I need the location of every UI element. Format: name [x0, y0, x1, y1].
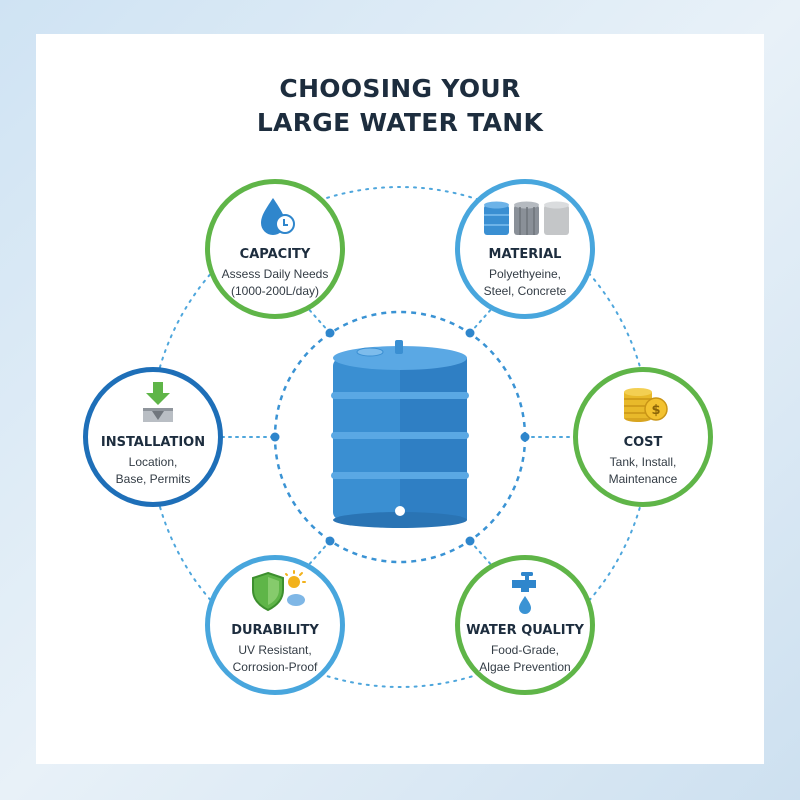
title-line-2: LARGE WATER TANK — [256, 108, 544, 137]
node-installation: INSTALLATION Location, Base, Permits — [83, 367, 223, 507]
cost-line-1: Tank, Install, — [609, 455, 677, 469]
water-quality-line-1: Food-Grade, — [490, 643, 560, 657]
install-arrow-icon — [143, 382, 173, 422]
node-title-material: MATERIAL — [488, 247, 562, 262]
node-title-installation: INSTALLATION — [100, 435, 206, 450]
node-sub-cost: Tank, Install, Maintenance — [568, 454, 718, 488]
durability-line-1: UV Resistant, — [238, 643, 312, 657]
node-durability: DURABILITY UV Resistant, Corrosion-Proof — [205, 555, 345, 695]
node-sub-installation: Location, Base, Permits — [78, 454, 228, 488]
dot-installation — [270, 432, 280, 442]
durability-line-2: Corrosion-Proof — [232, 660, 318, 674]
tank-materials-icon — [484, 201, 569, 235]
node-title-water-quality: WATER QUALITY — [466, 623, 584, 638]
node-material: MATERIAL Polyethyeine, Steel, Concrete — [455, 179, 595, 319]
dot-cost — [520, 432, 530, 442]
cost-line-2: Maintenance — [608, 472, 678, 486]
faucet-drop-icon — [512, 572, 536, 614]
shield-sun-icon — [252, 570, 306, 612]
title-line-1: CHOOSING YOUR — [279, 74, 521, 103]
node-capacity: CAPACITY Assess Daily Needs (1000-200L/d… — [205, 179, 345, 319]
node-cost: $ COST Tank, Install, Maintenance — [573, 367, 713, 507]
node-sub-capacity: Assess Daily Needs (1000-200L/day) — [200, 266, 350, 300]
material-line-2: Steel, Concrete — [483, 284, 567, 298]
dot-material — [465, 328, 475, 338]
node-sub-material: Polyethyeine, Steel, Concrete — [450, 266, 600, 300]
water-tank-illustration — [331, 340, 469, 528]
node-title-cost: COST — [623, 435, 663, 450]
material-line-1: Polyethyeine, — [488, 267, 562, 281]
connector-dots — [270, 328, 530, 546]
coins-icon: $ — [624, 388, 668, 422]
node-sub-durability: UV Resistant, Corrosion-Proof — [200, 642, 350, 676]
node-sub-water-quality: Food-Grade, Algae Prevention — [450, 642, 600, 676]
node-title-capacity: CAPACITY — [239, 247, 311, 262]
capacity-line-2: (1000-200L/day) — [230, 284, 320, 298]
capacity-line-1: Assess Daily Needs — [221, 267, 329, 281]
dot-durability — [325, 536, 335, 546]
dot-water-quality — [465, 536, 475, 546]
node-title-durability: DURABILITY — [231, 623, 319, 638]
node-water-quality: WATER QUALITY Food-Grade, Algae Preventi… — [455, 555, 595, 695]
svg-text:$: $ — [651, 403, 660, 418]
page-title: CHOOSING YOUR LARGE WATER TANK — [0, 72, 800, 140]
water-drop-clock-icon — [261, 198, 295, 235]
installation-line-2: Base, Permits — [115, 472, 191, 486]
dot-capacity — [325, 328, 335, 338]
installation-line-1: Location, — [128, 455, 178, 469]
water-quality-line-2: Algae Prevention — [479, 660, 571, 674]
